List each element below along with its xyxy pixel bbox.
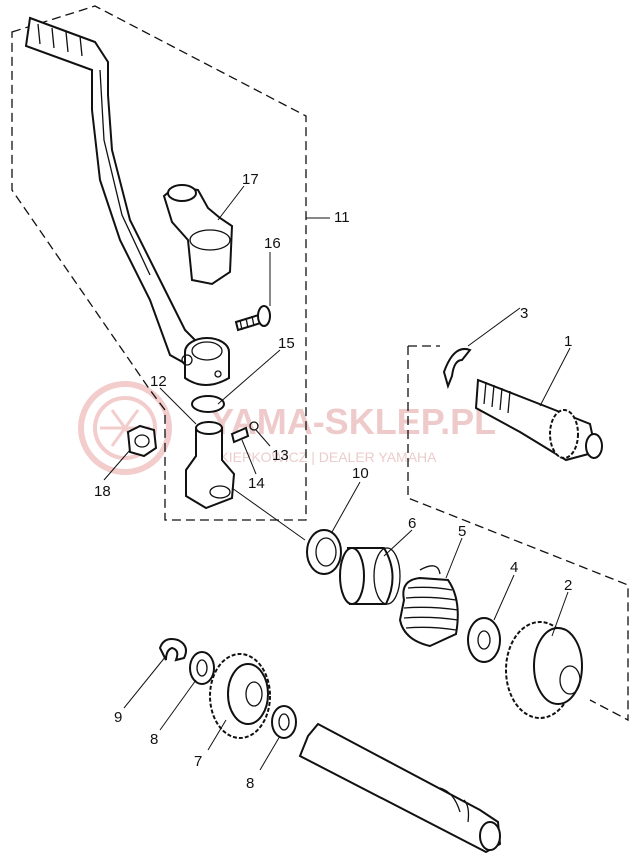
callout-17: 17 — [242, 171, 259, 188]
part-6-spring-guide — [339, 547, 401, 605]
callout-4: 4 — [510, 559, 518, 576]
callout-11: 11 — [334, 209, 350, 226]
assembly-outline-11 — [11, 5, 307, 521]
part-14-screw — [230, 426, 250, 444]
callout-16: 16 — [264, 235, 281, 252]
callout-13: 13 — [272, 447, 289, 464]
watermark: YAMA-SKLEP.PL M. KIEPKOWICZ | DEALER YAM… — [78, 381, 496, 475]
leader-lines — [103, 185, 571, 771]
callout-5: 5 — [458, 523, 466, 540]
kick-crank — [24, 16, 230, 386]
part-13-ball — [249, 421, 259, 431]
callout-6: 6 — [408, 515, 416, 532]
callout-2: 2 — [564, 577, 572, 594]
assembly-axis-line — [231, 487, 306, 541]
part-17-kick-pedal — [162, 184, 234, 286]
callout-18: 18 — [94, 483, 111, 500]
assembly-outline-shaft — [407, 345, 629, 722]
part-8-washer-lower — [271, 705, 297, 739]
watermark-brand: YAMA-SKLEP.PL — [210, 401, 496, 442]
callout-labels: 1 2 3 4 5 6 7 8 8 9 10 11 12 13 14 15 16… — [94, 171, 572, 792]
watermark-dealer: M. KIEPKOWICZ | DEALER YAMAHA — [200, 449, 437, 465]
part-2-kick-gear — [505, 621, 583, 719]
callout-15: 15 — [278, 335, 295, 352]
callout-3: 3 — [520, 305, 528, 322]
callout-9: 9 — [114, 709, 122, 726]
part-7-idle-gear — [209, 653, 271, 739]
part-1-kick-axle — [474, 378, 603, 462]
part-10-oil-seal — [306, 529, 342, 575]
callout-12: 12 — [150, 373, 167, 390]
callout-14: 14 — [248, 475, 265, 492]
part-15-circlip — [191, 395, 225, 413]
callout-8-lower: 8 — [246, 775, 254, 792]
part-18-nut — [126, 424, 158, 458]
part-12-boss — [185, 421, 236, 510]
callout-7: 7 — [194, 753, 202, 770]
callout-8-upper: 8 — [150, 731, 158, 748]
callout-1: 1 — [564, 333, 572, 350]
part-3-clip — [442, 348, 472, 390]
part-8-washer-upper — [189, 651, 215, 685]
part-4-washer — [467, 617, 501, 663]
part-16-bolt — [234, 305, 271, 332]
callout-10: 10 — [352, 465, 369, 482]
part-5-torsion-spring — [398, 565, 459, 648]
shaft — [298, 722, 502, 854]
part-9-circlip — [158, 638, 187, 662]
